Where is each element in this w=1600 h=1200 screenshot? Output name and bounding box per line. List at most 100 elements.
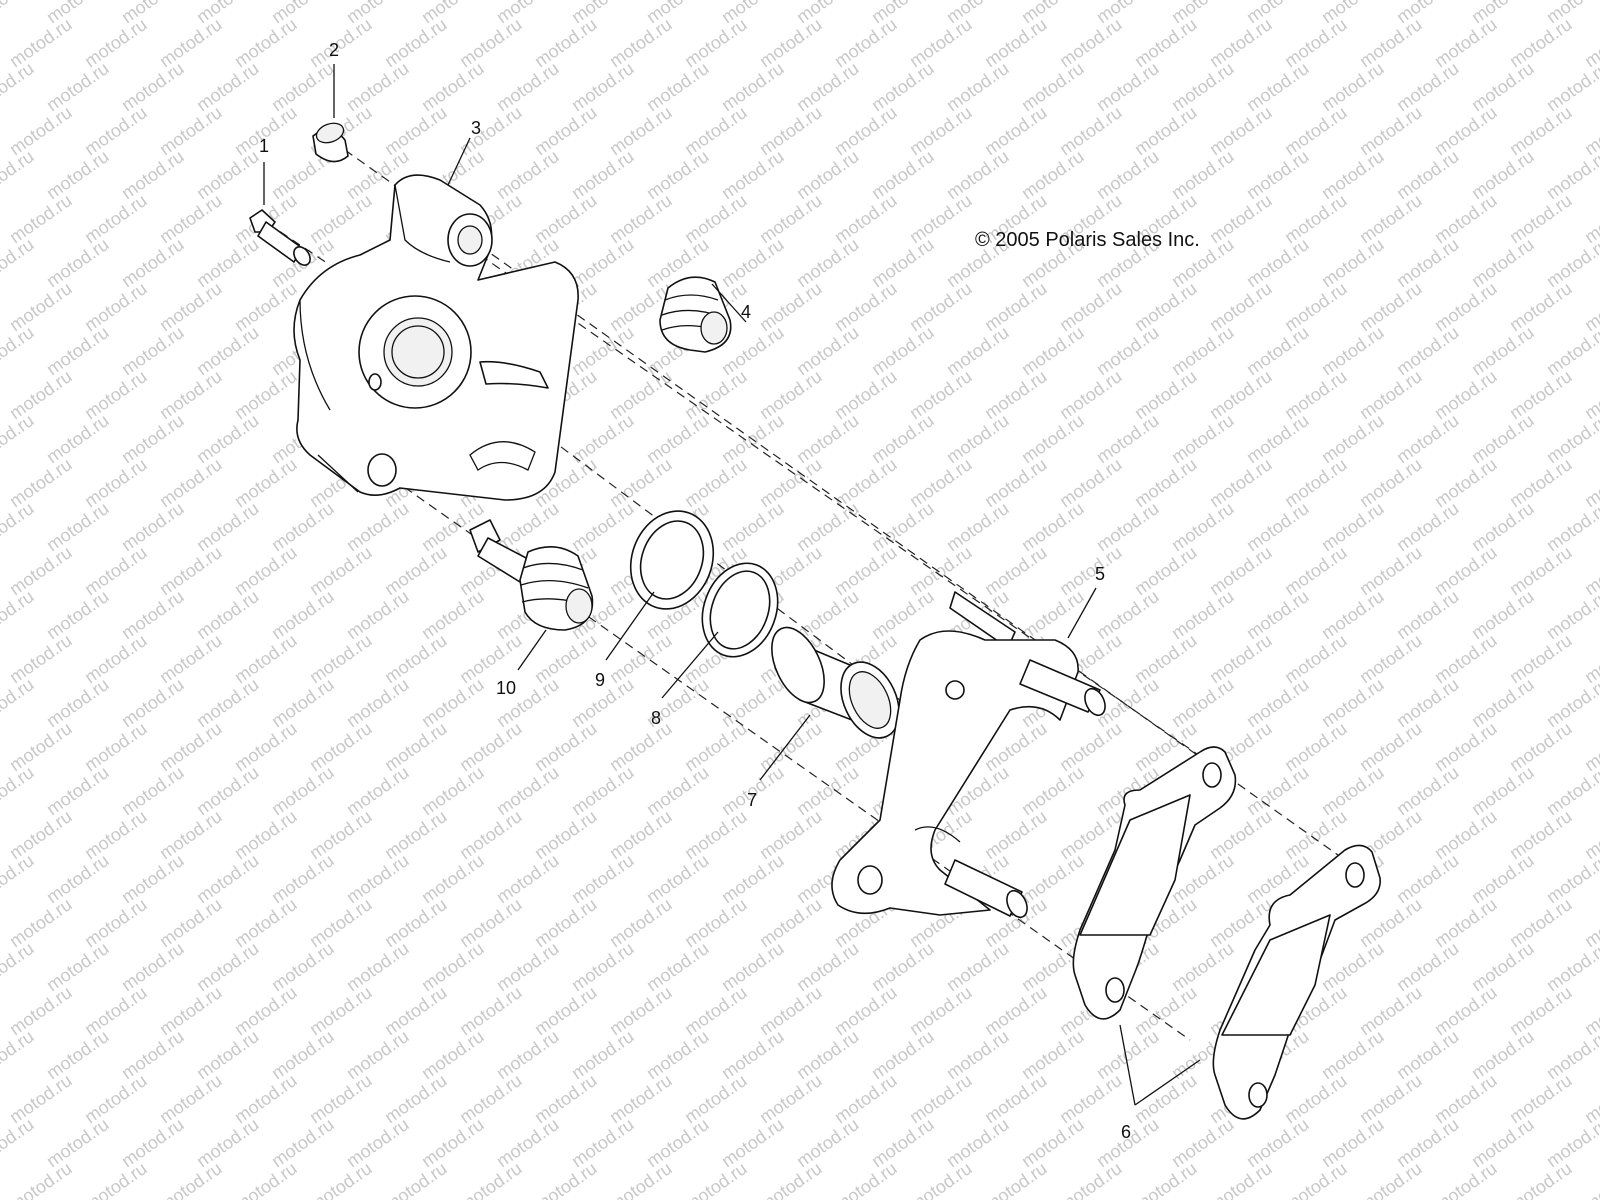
watermark-text: motod.ru xyxy=(568,1114,638,1171)
watermark-text: motod.ru xyxy=(1056,14,1126,71)
watermark-text: motod.ru xyxy=(1506,630,1576,687)
watermark-text: motod.ru xyxy=(1056,278,1126,335)
watermark-text: motod.ru xyxy=(43,322,113,379)
watermark-text: motod.ru xyxy=(1206,630,1276,687)
watermark-text: motod.ru xyxy=(1131,542,1201,599)
watermark-text: motod.ru xyxy=(81,278,151,335)
watermark-text: motod.ru xyxy=(1543,586,1600,643)
watermark-text: motod.ru xyxy=(756,102,826,159)
watermark-text: motod.ru xyxy=(531,982,601,1039)
watermark-text: motod.ru xyxy=(831,1070,901,1127)
watermark-text: motod.ru xyxy=(1543,234,1600,291)
watermark-text: motod.ru xyxy=(1168,498,1238,555)
watermark-text: motod.ru xyxy=(831,1158,901,1200)
watermark-text: motod.ru xyxy=(1206,1158,1276,1200)
watermark-text: motod.ru xyxy=(1356,454,1426,511)
watermark-text: motod.ru xyxy=(831,102,901,159)
watermark-text: motod.ru xyxy=(681,894,751,951)
watermark-text: motod.ru xyxy=(268,1114,338,1171)
watermark-text: motod.ru xyxy=(1281,1070,1351,1127)
watermark-text: motod.ru xyxy=(568,58,638,115)
watermark-text: motod.ru xyxy=(831,982,901,1039)
watermark-text: motod.ru xyxy=(568,1026,638,1083)
watermark-text: motod.ru xyxy=(568,498,638,555)
watermark-text: motod.ru xyxy=(906,366,976,423)
watermark-text: motod.ru xyxy=(381,102,451,159)
watermark-text: motod.ru xyxy=(118,322,188,379)
watermark-text: motod.ru xyxy=(1093,58,1163,115)
watermark-text: motod.ru xyxy=(868,938,938,995)
watermark-text: motod.ru xyxy=(1243,498,1313,555)
watermark-text: motod.ru xyxy=(1468,58,1538,115)
watermark-text: motod.ru xyxy=(6,102,76,159)
watermark-text: motod.ru xyxy=(981,1070,1051,1127)
watermark-text: motod.ru xyxy=(43,58,113,115)
watermark-text: motod.ru xyxy=(981,366,1051,423)
watermark-text: motod.ru xyxy=(6,894,76,951)
watermark-text: motod.ru xyxy=(193,850,263,907)
watermark-text: motod.ru xyxy=(231,982,301,1039)
watermark-text: motod.ru xyxy=(868,58,938,115)
watermark-text: motod.ru xyxy=(643,1026,713,1083)
piston-seal xyxy=(629,510,715,610)
watermark-text: motod.ru xyxy=(531,806,601,863)
watermark-text: motod.ru xyxy=(193,586,263,643)
copyright-notice: © 2005 Polaris Sales Inc. xyxy=(975,229,1200,251)
watermark-text: motod.ru xyxy=(268,762,338,819)
watermark-text: motod.ru xyxy=(1131,1158,1201,1200)
callout-9: 9 xyxy=(595,670,605,690)
watermark-text: motod.ru xyxy=(81,102,151,159)
watermark-text: motod.ru xyxy=(1243,146,1313,203)
watermark-text: motod.ru xyxy=(418,938,488,995)
watermark-text: motod.ru xyxy=(1243,322,1313,379)
watermark-text: motod.ru xyxy=(1393,410,1463,467)
watermark-text: motod.ru xyxy=(118,1026,188,1083)
watermark-text: motod.ru xyxy=(1243,762,1313,819)
watermark-text: motod.ru xyxy=(1468,1026,1538,1083)
watermark-text: motod.ru xyxy=(1206,542,1276,599)
watermark-text: motod.ru xyxy=(756,190,826,247)
watermark-text: motod.ru xyxy=(1581,1158,1600,1200)
watermark-text: motod.ru xyxy=(681,806,751,863)
watermark-text: motod.ru xyxy=(456,14,526,71)
caliper-body xyxy=(293,174,579,501)
watermark-text: motod.ru xyxy=(1281,366,1351,423)
watermark-text: motod.ru xyxy=(606,1158,676,1200)
watermark-text: motod.ru xyxy=(906,1158,976,1200)
watermark-text: motod.ru xyxy=(381,806,451,863)
watermark-text: motod.ru xyxy=(1543,850,1600,907)
watermark-text: motod.ru xyxy=(6,806,76,863)
watermark-text: motod.ru xyxy=(493,938,563,995)
watermark-text: motod.ru xyxy=(306,14,376,71)
watermark-text: motod.ru xyxy=(456,1158,526,1200)
watermark-text: motod.ru xyxy=(1393,322,1463,379)
watermark-text: motod.ru xyxy=(0,850,37,907)
watermark-text: motod.ru xyxy=(681,190,751,247)
watermark-text: motod.ru xyxy=(1506,894,1576,951)
watermark-text: motod.ru xyxy=(81,1070,151,1127)
watermark-text: motod.ru xyxy=(306,630,376,687)
watermark-text: motod.ru xyxy=(1393,234,1463,291)
watermark-text: motod.ru xyxy=(118,498,188,555)
watermark-text: motod.ru xyxy=(6,366,76,423)
watermark-text: motod.ru xyxy=(156,718,226,775)
watermark-text: motod.ru xyxy=(381,1070,451,1127)
watermark-text: motod.ru xyxy=(531,894,601,951)
watermark-text: motod.ru xyxy=(1093,410,1163,467)
watermark-text: motod.ru xyxy=(268,850,338,907)
watermark-text: motod.ru xyxy=(1431,542,1501,599)
watermark-text: motod.ru xyxy=(118,410,188,467)
watermark-text: motod.ru xyxy=(6,1070,76,1127)
watermark-text: motod.ru xyxy=(1506,1158,1576,1200)
watermark-text: motod.ru xyxy=(1206,806,1276,863)
watermark-text: motod.ru xyxy=(1543,322,1600,379)
watermark-text: motod.ru xyxy=(831,366,901,423)
watermark-text: motod.ru xyxy=(81,14,151,71)
watermark-text: motod.ru xyxy=(156,102,226,159)
watermark-text: motod.ru xyxy=(718,498,788,555)
watermark-text: motod.ru xyxy=(943,1026,1013,1083)
watermark-text: motod.ru xyxy=(718,1026,788,1083)
watermark-text: motod.ru xyxy=(1356,14,1426,71)
callout-4: 4 xyxy=(741,302,751,322)
bleeder-screw xyxy=(249,209,311,266)
